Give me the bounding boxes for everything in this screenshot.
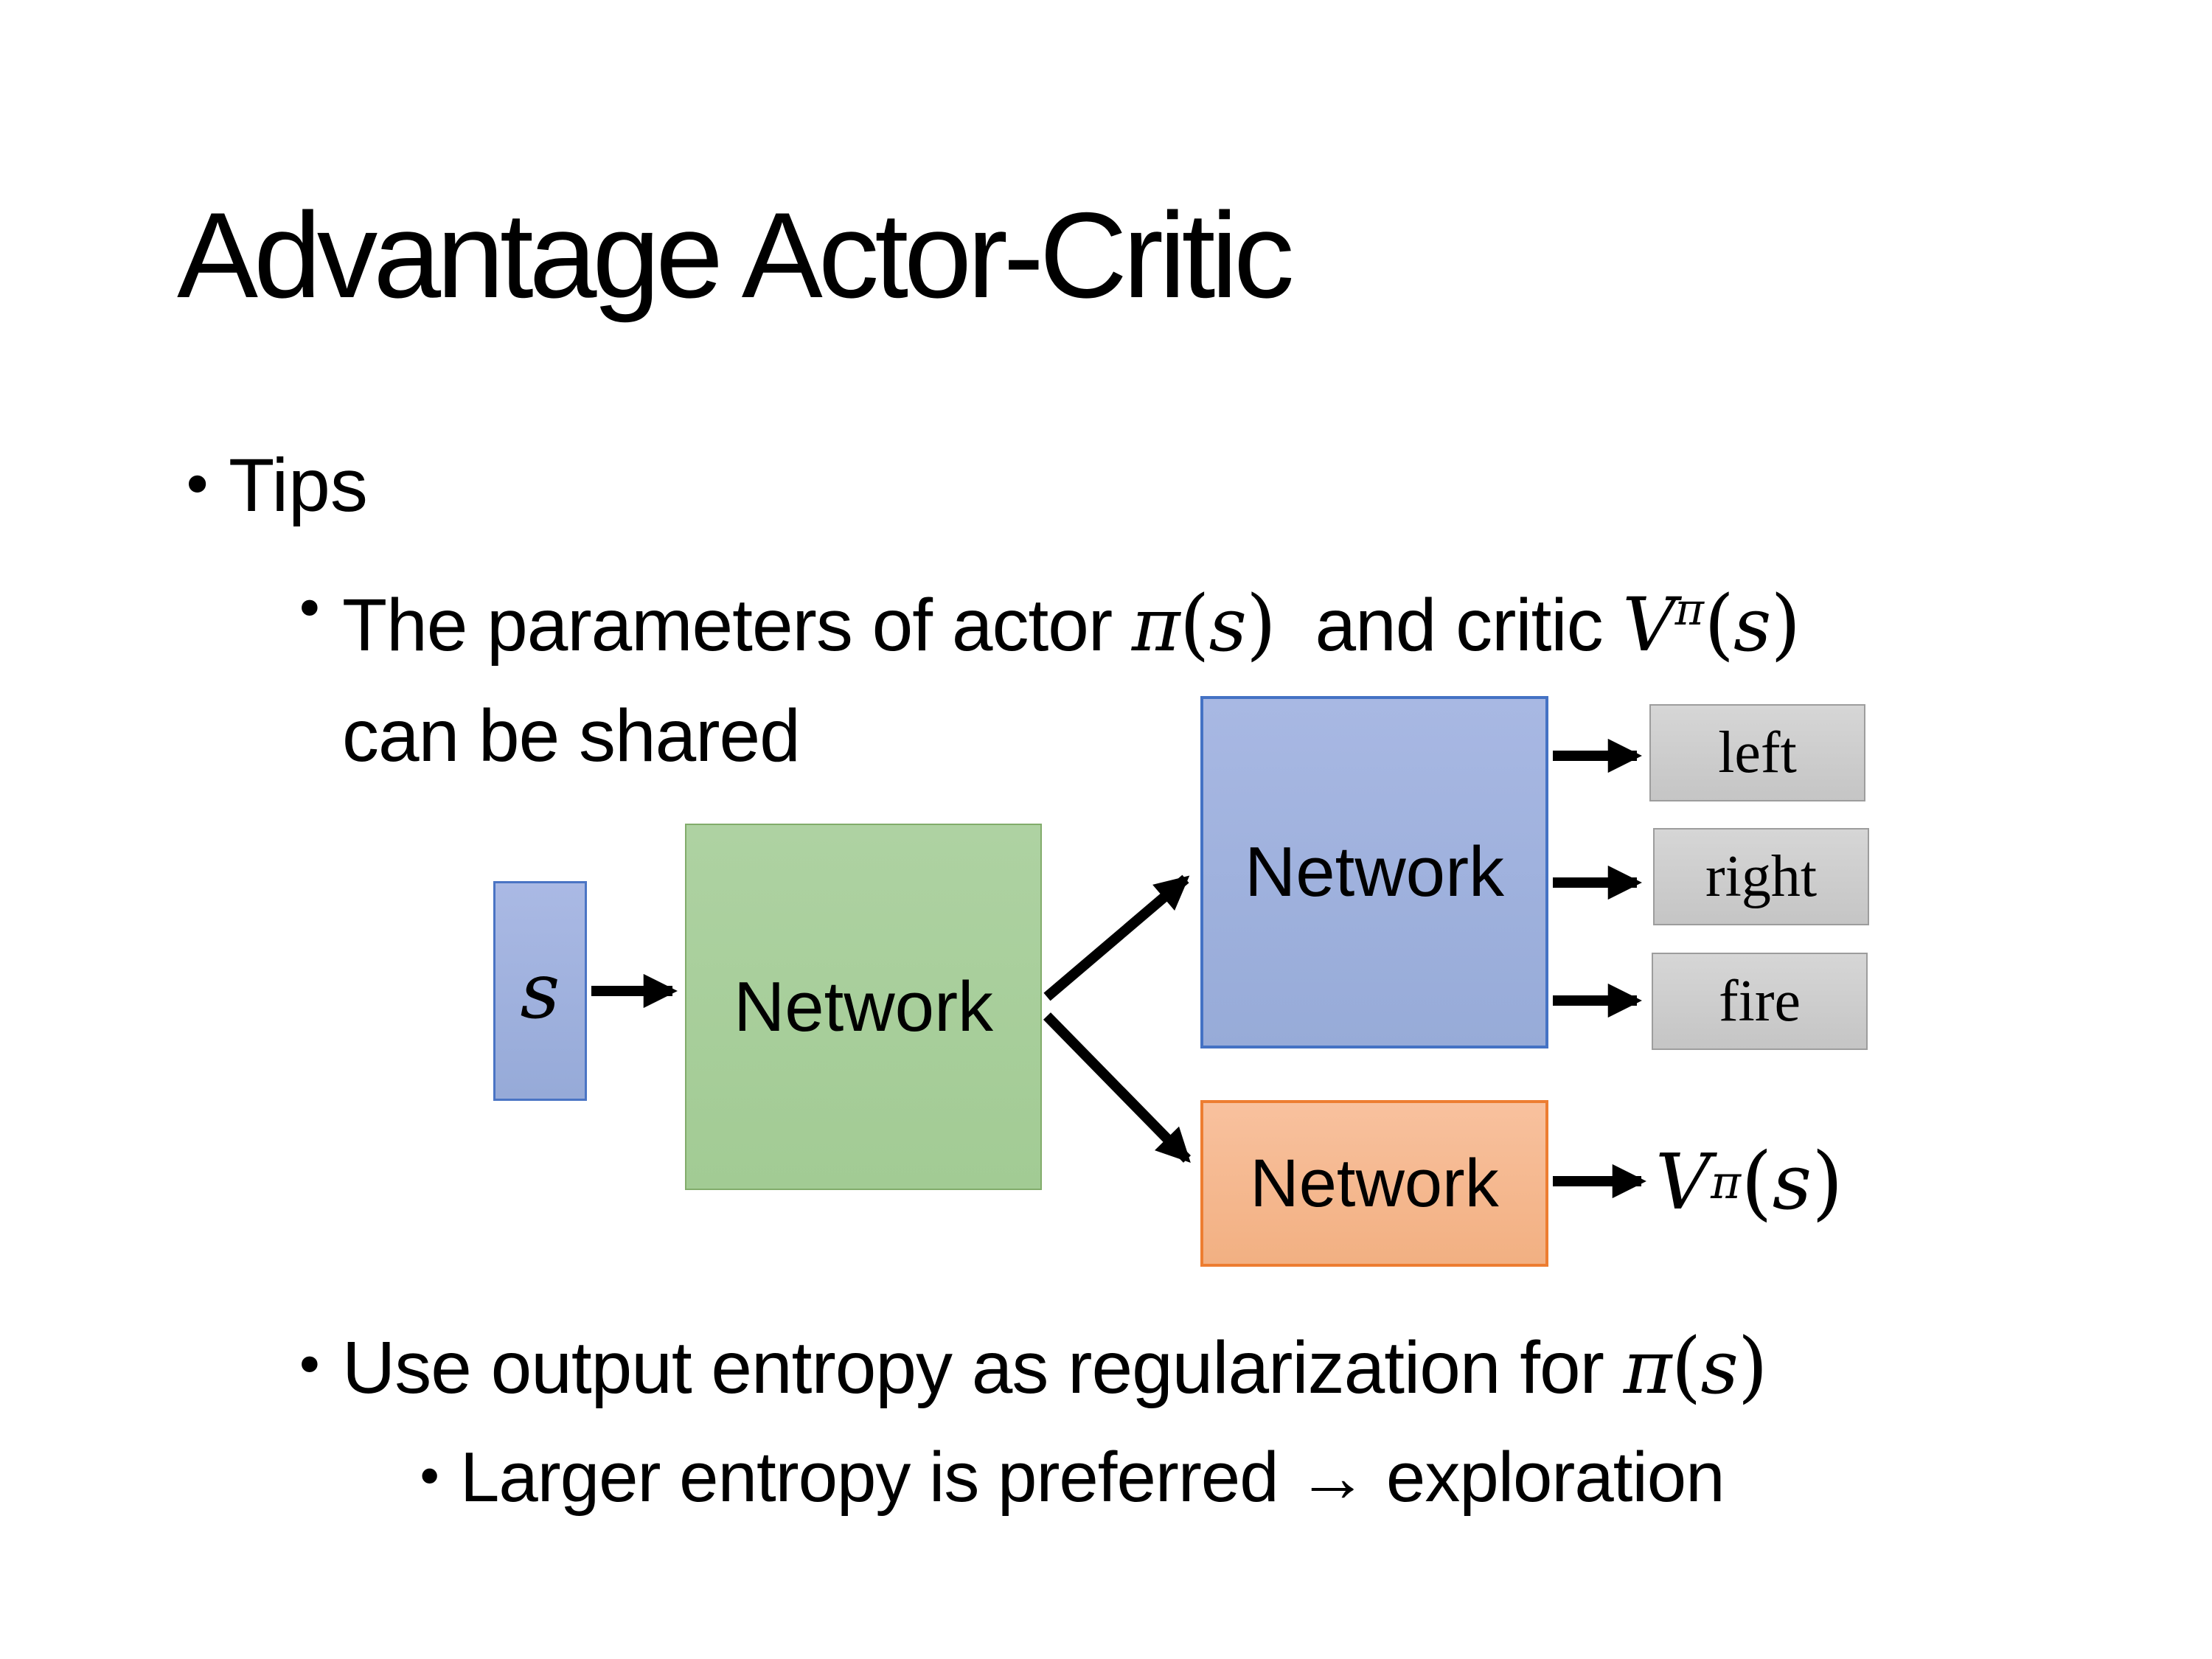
actor-network-label: Network (1244, 832, 1505, 911)
action-left-label: left (1718, 720, 1797, 785)
bullet-parameters-line2: can be shared (342, 694, 801, 777)
bullet-entropy-regularization: • Use output entropy as regularization f… (293, 1311, 1768, 1423)
s-symbol: s (1208, 581, 1247, 668)
state-input-label: s (520, 946, 560, 1036)
action-right-label: right (1705, 844, 1818, 909)
action-left-box: left (1649, 704, 1865, 801)
bullet-entropy-text: Use output entropy as regularization for… (342, 1321, 1768, 1411)
pi-superscript: π (1711, 1155, 1742, 1209)
action-right-box: right (1653, 828, 1869, 925)
bullet-exploration-text: Larger entropy is preferred → exploratio… (460, 1438, 1725, 1517)
critic-network-box: Network (1200, 1100, 1548, 1267)
state-input-box: s (493, 881, 587, 1101)
pi-symbol: π (1131, 581, 1180, 668)
pi-symbol: π (1623, 1324, 1672, 1411)
shared-network-label: Network (733, 967, 994, 1046)
actor-network-box: Network (1200, 696, 1548, 1048)
bullet-dot: • (414, 1447, 445, 1508)
slide-title: Advantage Actor-Critic (177, 187, 1295, 323)
s-symbol: s (1700, 1324, 1738, 1411)
action-fire-label: fire (1718, 968, 1801, 1034)
action-fire-box: fire (1652, 953, 1868, 1050)
bullet-tips-label: Tips (229, 443, 368, 527)
V-symbol: V (1655, 1137, 1711, 1227)
bullet-parameters-text: The parameters of actor π(s) and critic … (342, 578, 1801, 777)
V-symbol: V (1622, 581, 1675, 668)
shared-network-box: Network (685, 824, 1042, 1190)
s-symbol: s (1733, 581, 1771, 668)
arrow-shared-to-critic (1043, 1012, 1192, 1163)
bullet-tips: • Tips (180, 442, 368, 529)
critic-network-label: Network (1250, 1145, 1499, 1221)
bullet-dot: • (180, 451, 215, 520)
bullet-parameters-shared: • The parameters of actor π(s) and criti… (293, 554, 1801, 791)
arrow-shared-to-actor (1043, 874, 1190, 1001)
bullet-dot: • (293, 1335, 326, 1398)
pi-superscript: π (1674, 584, 1705, 636)
bullet-exploration: • Larger entropy is preferred → explorat… (414, 1425, 1725, 1531)
bullet-dot: • (293, 578, 326, 641)
s-symbol: s (1772, 1137, 1812, 1227)
